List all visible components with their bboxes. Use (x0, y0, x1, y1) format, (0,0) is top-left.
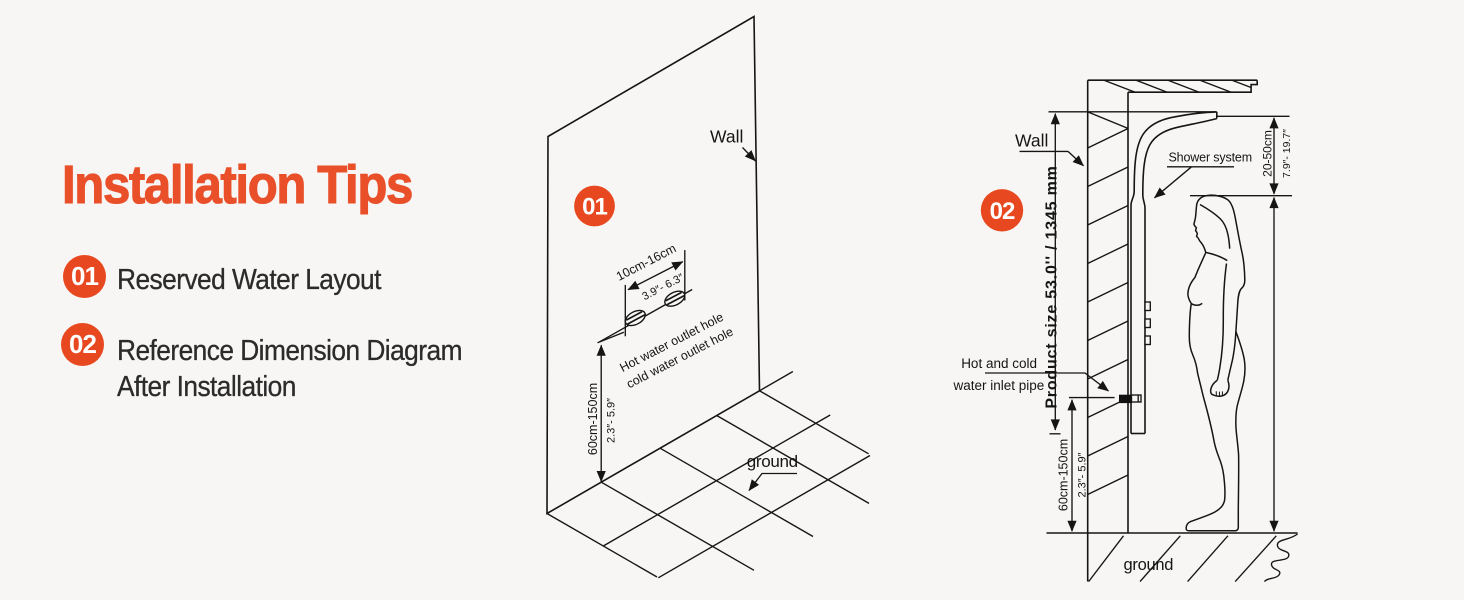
svg-text:7.9″- 19.7″: 7.9″- 19.7″ (1281, 129, 1293, 178)
svg-text:01: 01 (582, 194, 607, 221)
svg-text:60cm-150cm: 60cm-150cm (1057, 439, 1071, 511)
svg-text:2.3″- 5.9″: 2.3″- 5.9″ (606, 398, 618, 443)
svg-text:Wall: Wall (1015, 131, 1048, 151)
svg-text:2.3″- 5.9″: 2.3″- 5.9″ (1077, 452, 1089, 497)
svg-text:Product size 53.0'' / 1345 mm: Product size 53.0'' / 1345 mm (1044, 165, 1061, 408)
svg-text:02: 02 (990, 198, 1015, 225)
svg-text:Hot and cold: Hot and cold (961, 356, 1037, 371)
svg-text:Wall: Wall (710, 127, 743, 147)
svg-text:60cm-150cm: 60cm-150cm (586, 383, 600, 455)
svg-text:water inlet pipe: water inlet pipe (952, 378, 1044, 393)
svg-text:Shower system: Shower system (1169, 151, 1253, 165)
svg-text:ground: ground (747, 452, 798, 471)
svg-text:20-50cm: 20-50cm (1261, 130, 1275, 177)
svg-text:ground: ground (1124, 556, 1174, 574)
